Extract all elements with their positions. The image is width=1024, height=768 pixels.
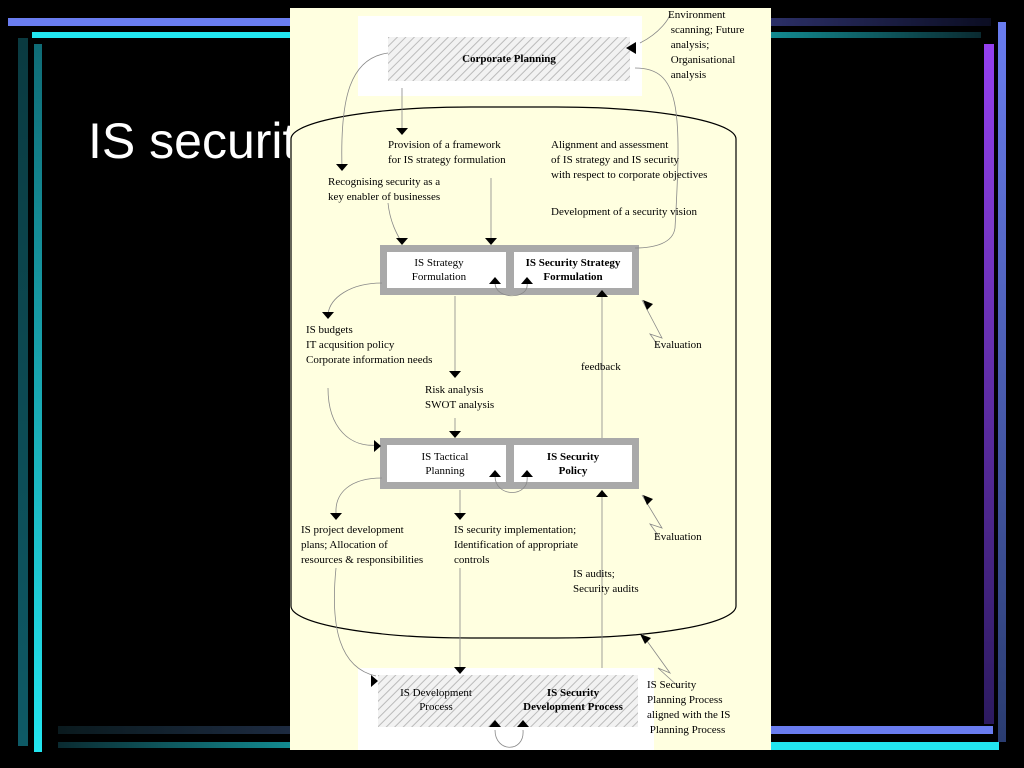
is-tactical-planning-label: IS Tactical Planning — [421, 450, 469, 477]
decor-bar-bottom-dark — [58, 726, 290, 734]
decor-bar-bottom-cyan — [58, 742, 290, 748]
is-security-planning-note: IS Security Planning Process aligned wit… — [647, 679, 731, 736]
is-planning-process-region — [290, 106, 737, 639]
decor-bar-right-purple — [984, 44, 994, 724]
slide-title: IS security — [88, 113, 322, 169]
decor-bar-top-right-dark — [771, 18, 991, 26]
decor-bar-right-blue — [998, 22, 1006, 742]
is-development-process-label: IS Development Process — [400, 687, 472, 713]
is-security-strategy-formulation-label: IS Security Strategy Formulation — [525, 257, 621, 283]
corporate-planning-box — [388, 37, 630, 81]
diagram-graphics — [290, 12, 737, 750]
decor-bar-bottom-right-cyan — [771, 742, 999, 750]
development-process-box — [378, 675, 638, 727]
is-project-development-note: IS project development plans; Allocation… — [301, 524, 424, 566]
evaluation-note-2: Evaluation — [654, 531, 702, 543]
corporate-planning-label: Corporate Planning — [462, 53, 556, 65]
decor-bar-left-cyan — [34, 44, 42, 752]
environment-note: Environment scanning; Future analysis; O… — [668, 9, 745, 81]
is-strategy-formulation-label: IS Strategy Formulation — [411, 257, 467, 283]
is-budgets-note: IS budgets IT acqusition policy Corporat… — [306, 324, 433, 366]
risk-analysis-note: Risk analysis SWOT analysis — [425, 384, 495, 411]
security-vision-note: Development of a security vision — [551, 206, 698, 218]
is-security-development-process-label: IS Security Development Process — [523, 687, 623, 713]
decor-bar-top-cyan — [32, 32, 290, 38]
provision-framework-note: Provision of a framework for IS strategy… — [388, 139, 506, 166]
is-audits-note: IS audits; Security audits — [573, 568, 639, 595]
evaluation-note-1: Evaluation — [654, 339, 702, 351]
alignment-note: Alignment and assessment of IS strategy … — [551, 139, 708, 181]
feedback-note: feedback — [581, 361, 621, 373]
decor-bar-top-right-cyan — [771, 32, 981, 38]
recognising-security-note: Recognising security as a key enabler of… — [328, 176, 441, 203]
security-planning-diagram: Corporate Planning IS Strategy Formulati… — [290, 8, 771, 750]
decor-bar-left-dark — [18, 38, 28, 746]
is-security-implementation-note: IS security implementation; Identificati… — [454, 524, 579, 566]
is-security-policy-label: IS Security Policy — [546, 450, 600, 477]
decor-bar-top-blue — [8, 18, 290, 26]
decor-bar-bottom-right-blue — [771, 726, 993, 734]
